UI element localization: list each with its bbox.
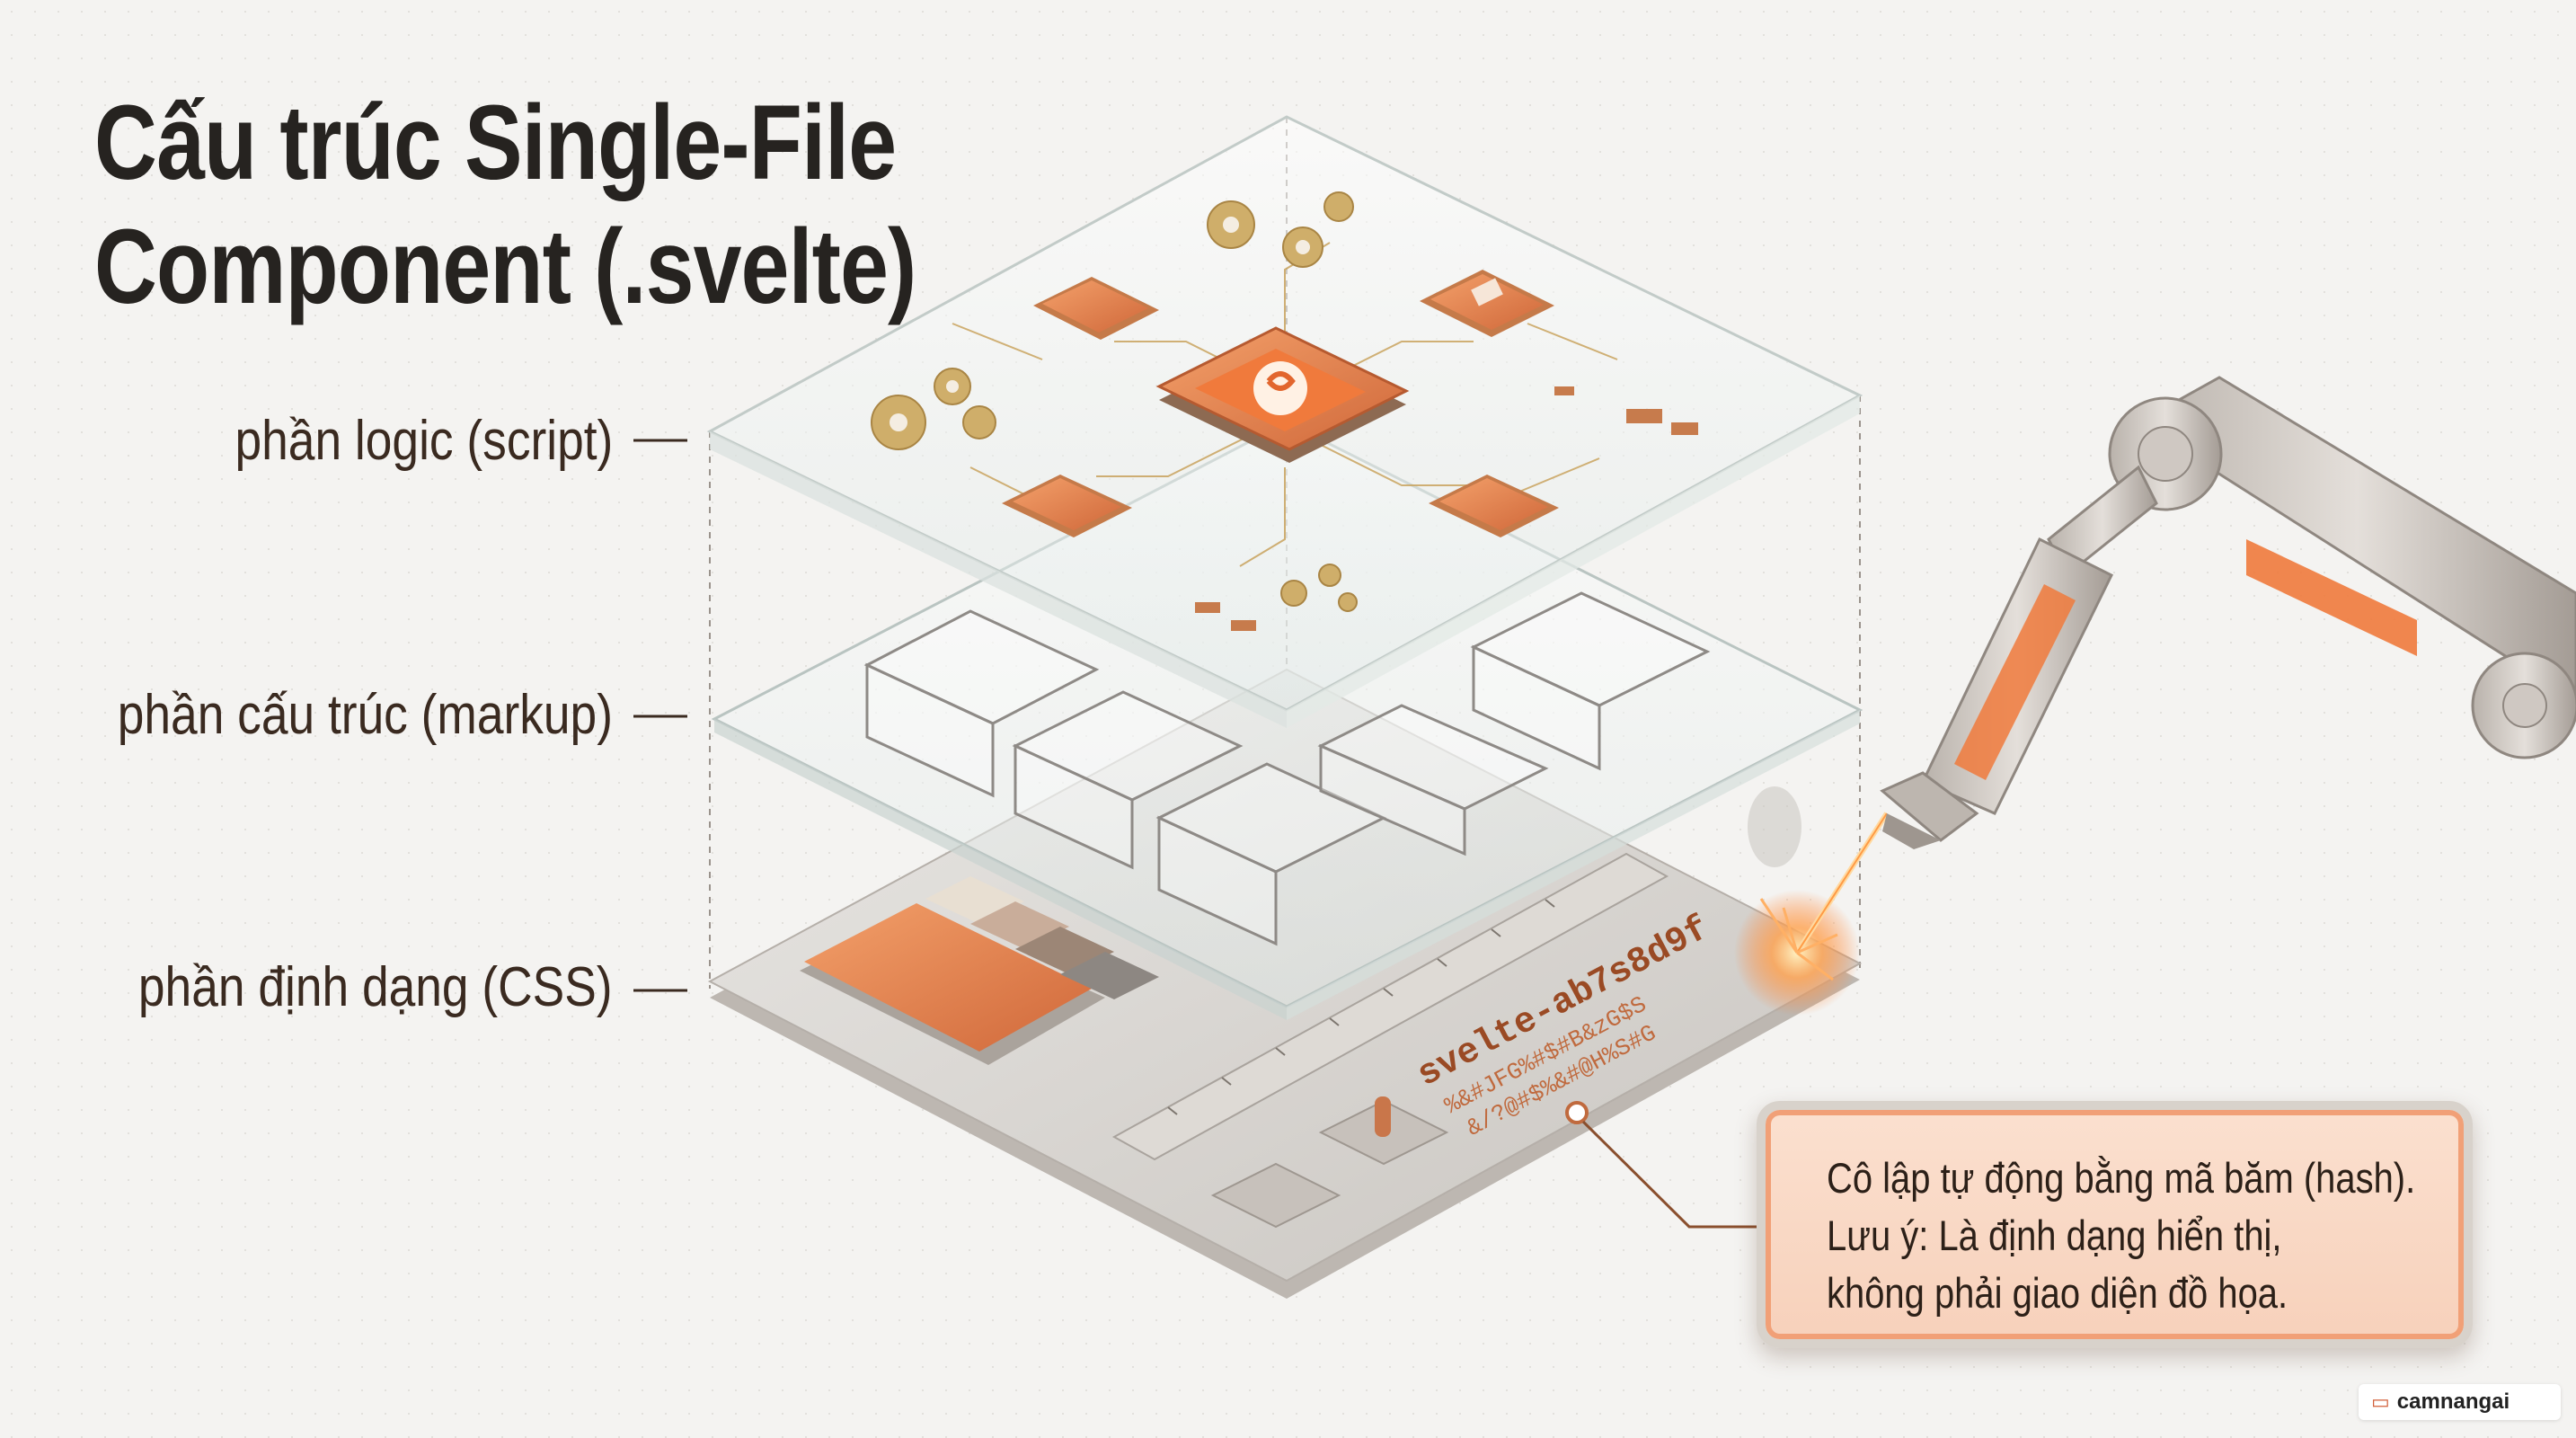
- knob-pin: [1375, 1096, 1391, 1137]
- watermark: ▭ camnangai: [2359, 1384, 2561, 1420]
- script-layer-glass: [706, 115, 1863, 728]
- label-css-layer: phần định dạng (CSS): [138, 956, 613, 1018]
- label-markup-layer: phần cấu trúc (markup): [117, 684, 613, 746]
- book-icon: ▭: [2371, 1390, 2390, 1413]
- copper-swatch: [804, 903, 1092, 1052]
- callout-line-3: không phải giao diện đồ họa.: [1827, 1269, 2288, 1317]
- label-script-layer: phần logic (script): [235, 410, 613, 472]
- chip-top-right: [1420, 270, 1554, 337]
- dashed-guides: [709, 117, 1861, 1294]
- title-line-1: Cấu trúc Single-File: [94, 84, 897, 202]
- ruler: [1111, 852, 1669, 1161]
- laser-spark: [1734, 786, 1890, 1016]
- component-row: [1195, 386, 1698, 631]
- watermark-text: camnangai: [2396, 1389, 2510, 1414]
- callout-leader: [1565, 1101, 1761, 1229]
- chip-bottom-right: [1429, 475, 1559, 537]
- hash-isolation-callout: Cô lập tự động bằng mã băm (hash). Lưu ý…: [1757, 1101, 2473, 1348]
- chip-bottom-left: [1002, 475, 1132, 537]
- page-title: Cấu trúc Single-File Component (.svelte): [94, 81, 916, 329]
- swatch-4: [1060, 952, 1159, 999]
- robotic-arm: [1880, 376, 2576, 849]
- chip-top-left: [1033, 277, 1159, 340]
- callout-line-1: Cô lập tự động bằng mã băm (hash).: [1827, 1154, 2416, 1202]
- title-line-2: Component (.svelte): [94, 208, 916, 326]
- slider-pad: [1210, 1162, 1341, 1229]
- callout-line-2: Lưu ý: Là định dạng hiển thị,: [1827, 1212, 2282, 1259]
- svelte-logo-icon: [1155, 326, 1410, 463]
